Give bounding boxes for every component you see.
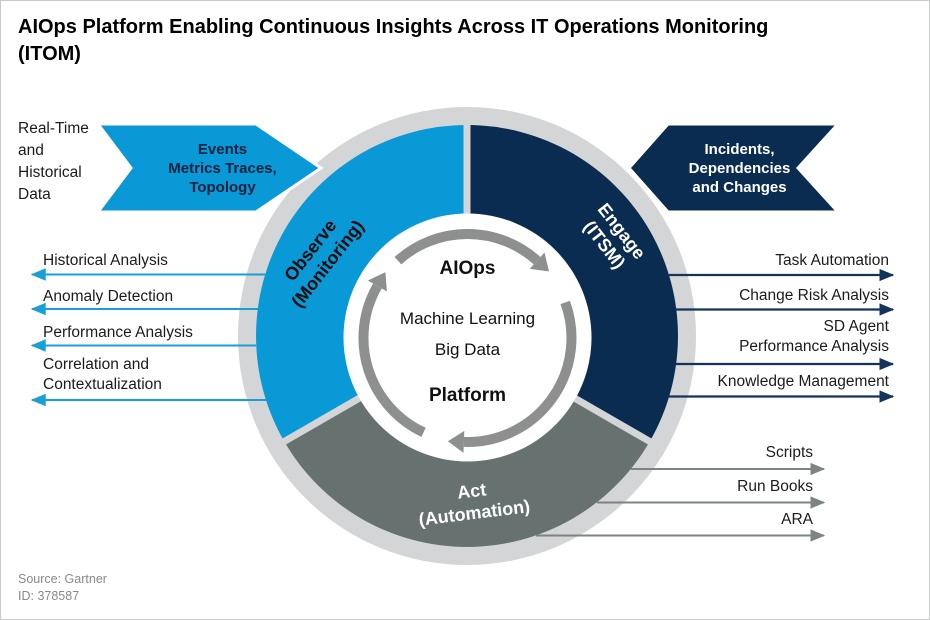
figure-id: ID: 378587 (18, 589, 80, 603)
output-label: SD Agent (823, 318, 890, 335)
banner-line: Incidents, (704, 141, 775, 158)
hub-circle (343, 213, 592, 462)
banner-line: Dependencies (688, 160, 791, 177)
observe-output-item: Correlation and Contextualization (43, 355, 268, 395)
observe-output-item: Performance Analysis (43, 323, 268, 343)
hub-label-big-data: Big Data (434, 340, 501, 359)
hub-label-platform: Platform (428, 385, 507, 406)
page-title: AIOps Platform Enabling Continuous Insig… (18, 16, 769, 65)
output-label: Knowledge Management (717, 373, 889, 390)
banner-line: Topology (189, 179, 256, 196)
events-banner-label: Events Metrics Traces, Topology (129, 140, 316, 197)
output-label: Performance Analysis (43, 324, 193, 341)
events-banner-arrow (95, 122, 324, 214)
banner-line: Metrics Traces, (168, 160, 277, 177)
observe-output-item: Historical Analysis (43, 251, 268, 271)
engage-output-item: Change Risk Analysis (641, 286, 889, 306)
source-attribution: Source: Gartner (18, 572, 107, 586)
output-label: Contextualization (43, 376, 162, 393)
cycle-arrowhead (447, 430, 465, 453)
cycle-arrow-arc-right (463, 300, 577, 447)
engage-output-item: Knowledge Management (641, 372, 889, 392)
output-label: Performance Analysis (739, 338, 889, 355)
hub-label-machine-learning: Machine Learning (399, 309, 536, 328)
output-label: Anomaly Detection (43, 288, 174, 305)
banner-line: Events (197, 141, 248, 158)
observe-output-item: Anomaly Detection (43, 287, 268, 307)
cycle-arrow-arc-left (358, 283, 426, 437)
realtime-data-label: Real-Time and Historical Data (18, 120, 89, 203)
act-output-item: Run Books (737, 478, 813, 495)
hub-label-aiops: AIOps (439, 258, 496, 279)
cycle-arrowhead (367, 272, 387, 292)
act-output-item: ARA (781, 511, 813, 528)
cycle-arrowhead (529, 252, 549, 272)
output-label: Historical Analysis (43, 252, 168, 269)
cycle-arrow-arc-top (394, 228, 541, 265)
banner-line: and Changes (692, 179, 787, 196)
output-label: Task Automation (775, 252, 889, 269)
incidents-banner-arrow (626, 122, 842, 214)
footer: Source: Gartner ID: 378587 (18, 571, 107, 605)
act-output-item: Scripts (765, 444, 813, 461)
engage-output-item: Task Automation (641, 251, 889, 271)
output-label: Change Risk Analysis (739, 287, 889, 304)
incidents-banner-label: Incidents, Dependencies and Changes (646, 140, 833, 197)
engage-output-item: SD Agent Performance Analysis (641, 317, 889, 357)
output-label: Correlation and (43, 356, 149, 373)
